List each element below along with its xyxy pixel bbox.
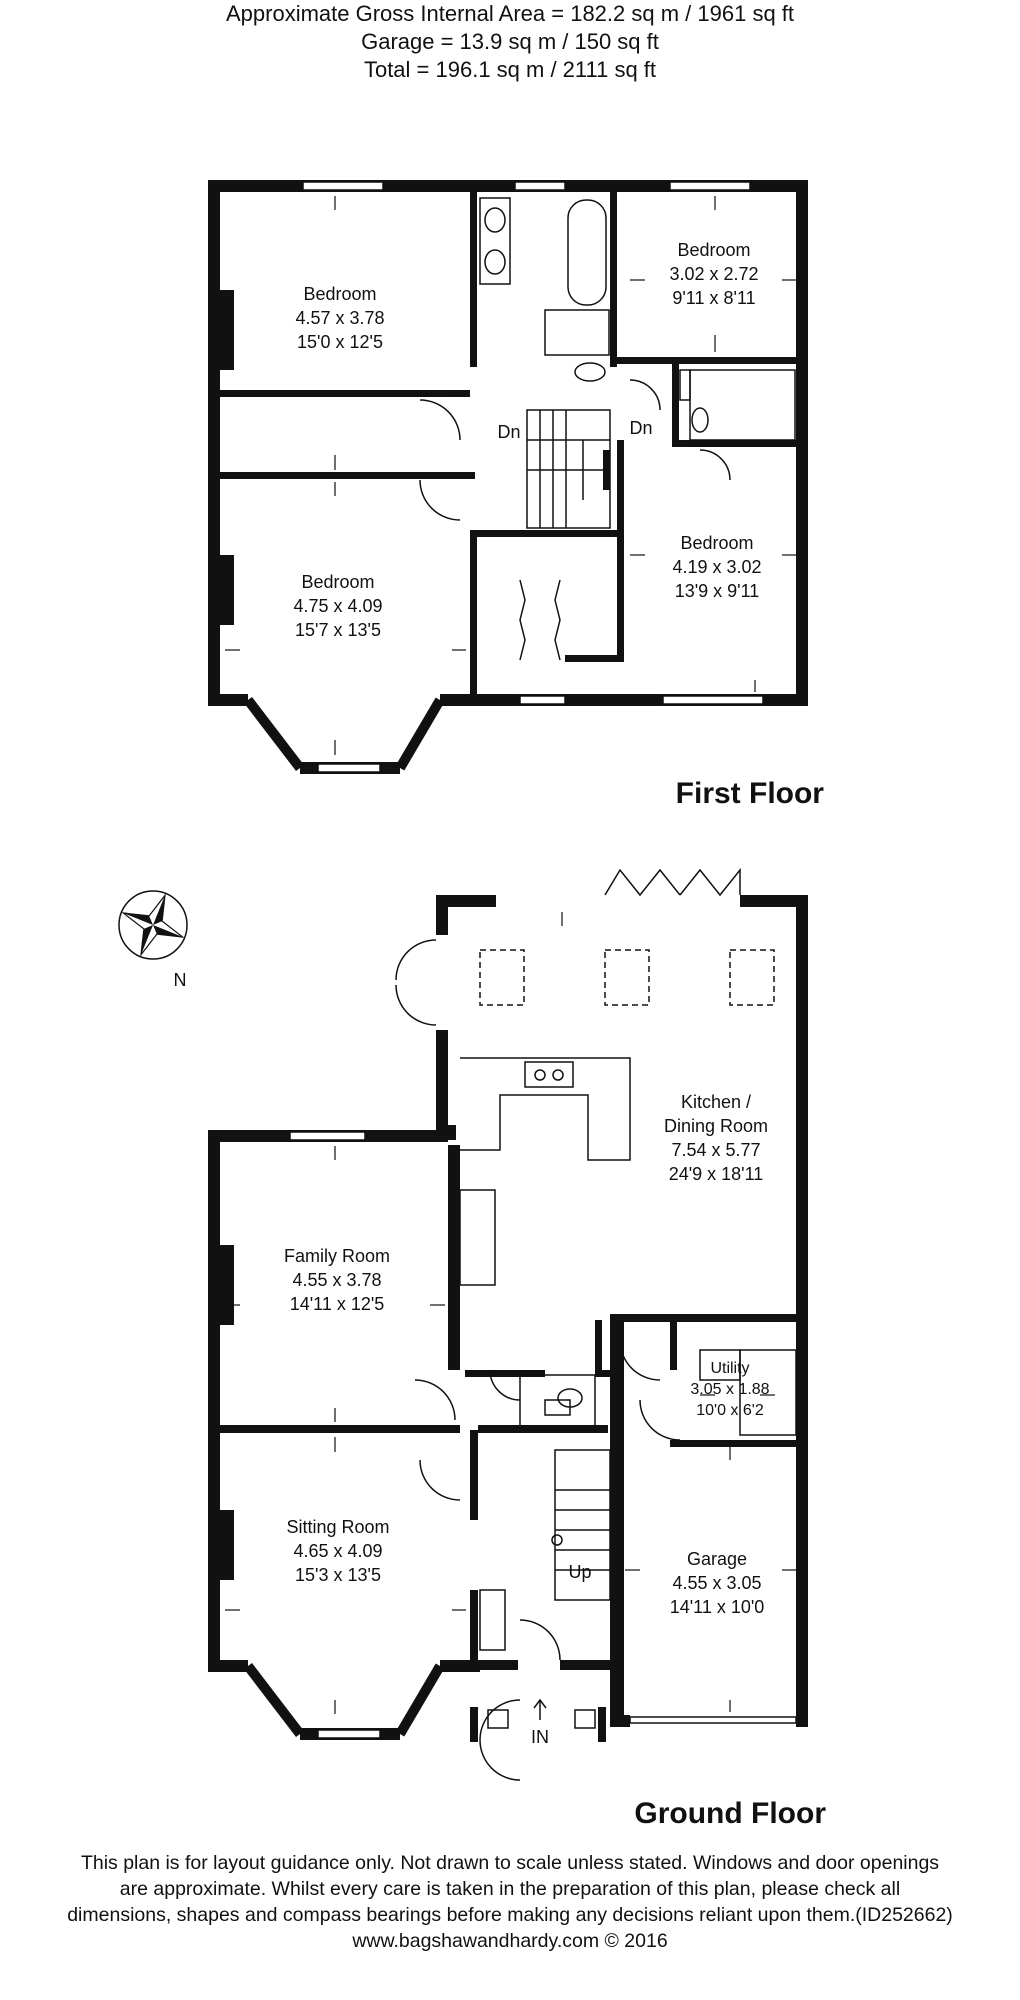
svg-text:9'11 x 8'11: 9'11 x 8'11 (672, 288, 755, 308)
total-area-line: Total = 196.1 sq m / 2111 sq ft (363, 57, 657, 82)
up-stairs-label: Up (568, 1562, 591, 1582)
svg-text:Utility: Utility (710, 1360, 749, 1377)
room-label-family-room: Family Room 4.55 x 3.78 14'11 x 12'5 (284, 1246, 390, 1314)
svg-text:Bedroom: Bedroom (303, 284, 376, 304)
svg-text:15'3 x 13'5: 15'3 x 13'5 (295, 1565, 381, 1585)
garage-area-line: Garage = 13.9 sq m / 150 sq ft (361, 29, 659, 54)
svg-text:Sitting Room: Sitting Room (286, 1517, 389, 1537)
svg-text:Garage: Garage (687, 1549, 747, 1569)
ground-floor-title: Ground Floor (634, 1797, 826, 1830)
svg-text:4.75 x 4.09: 4.75 x 4.09 (293, 596, 382, 616)
svg-text:4.55 x 3.78: 4.55 x 3.78 (292, 1270, 381, 1290)
room-label-ff-bedroom-3: Bedroom 4.75 x 4.09 15'7 x 13'5 (293, 572, 382, 640)
floor-plan-drawing: N Bedroom 4.57 x 3.78 15'0 x 12'5 Bedroo… (118, 180, 826, 1830)
ground-floor-plan (208, 867, 808, 1781)
svg-text:3.02 x 2.72: 3.02 x 2.72 (669, 264, 758, 284)
svg-text:4.57 x 3.78: 4.57 x 3.78 (295, 308, 384, 328)
disclaimer-line-3: dimensions, shapes and compass bearings … (67, 1904, 953, 1926)
svg-text:13'9 x 9'11: 13'9 x 9'11 (675, 581, 760, 601)
first-floor-title: First Floor (676, 777, 825, 810)
room-label-sitting-room: Sitting Room 4.65 x 4.09 15'3 x 13'5 (286, 1517, 389, 1585)
svg-text:Dining Room: Dining Room (664, 1116, 768, 1136)
svg-text:7.54 x 5.77: 7.54 x 5.77 (671, 1140, 760, 1160)
entrance-label: IN (531, 1727, 549, 1747)
room-label-ff-bedroom-2: Bedroom 3.02 x 2.72 9'11 x 8'11 (669, 240, 758, 308)
first-floor-plan (208, 180, 808, 774)
svg-text:24'9 x 18'11: 24'9 x 18'11 (669, 1164, 764, 1184)
svg-text:15'0 x 12'5: 15'0 x 12'5 (297, 332, 383, 352)
compass-north-label: N (174, 970, 187, 990)
entrance-arrow-icon (533, 1698, 547, 1720)
disclaimer-line-1: This plan is for layout guidance only. N… (80, 1852, 940, 1874)
room-label-kitchen-dining: Kitchen / Dining Room 7.54 x 5.77 24'9 x… (664, 1092, 768, 1184)
svg-text:3.05 x 1.88: 3.05 x 1.88 (690, 1381, 769, 1398)
room-label-garage: Garage 4.55 x 3.05 14'11 x 10'0 (670, 1549, 765, 1617)
website-copyright: www.bagshawandhardy.com © 2016 (352, 1930, 668, 1952)
svg-text:4.65 x 4.09: 4.65 x 4.09 (293, 1541, 382, 1561)
svg-text:Bedroom: Bedroom (301, 572, 374, 592)
gross-area-line: Approximate Gross Internal Area = 182.2 … (225, 1, 795, 26)
svg-text:10'0 x 6'2: 10'0 x 6'2 (696, 1402, 764, 1419)
compass-icon (118, 890, 188, 960)
room-label-ff-bedroom-4: Bedroom 4.19 x 3.02 13'9 x 9'11 (672, 533, 761, 601)
disclaimer-line-2: are approximate. Whilst every care is ta… (119, 1878, 901, 1900)
svg-text:Kitchen /: Kitchen / (681, 1092, 751, 1112)
svg-text:14'11 x 12'5: 14'11 x 12'5 (290, 1294, 385, 1314)
svg-text:4.55 x 3.05: 4.55 x 3.05 (672, 1573, 761, 1593)
svg-text:Bedroom: Bedroom (677, 240, 750, 260)
down-stairs-label-1: Dn (497, 422, 520, 442)
svg-text:Family Room: Family Room (284, 1246, 390, 1266)
down-stairs-label-2: Dn (629, 418, 652, 438)
svg-text:15'7 x 13'5: 15'7 x 13'5 (295, 620, 381, 640)
svg-text:14'11 x 10'0: 14'11 x 10'0 (670, 1597, 765, 1617)
room-label-ff-bedroom-1: Bedroom 4.57 x 3.78 15'0 x 12'5 (295, 284, 384, 352)
svg-text:Bedroom: Bedroom (680, 533, 753, 553)
disclaimer: This plan is for layout guidance only. N… (0, 1850, 1020, 1954)
room-label-utility: Utility 3.05 x 1.88 10'0 x 6'2 (690, 1360, 769, 1419)
svg-text:4.19 x 3.02: 4.19 x 3.02 (672, 557, 761, 577)
